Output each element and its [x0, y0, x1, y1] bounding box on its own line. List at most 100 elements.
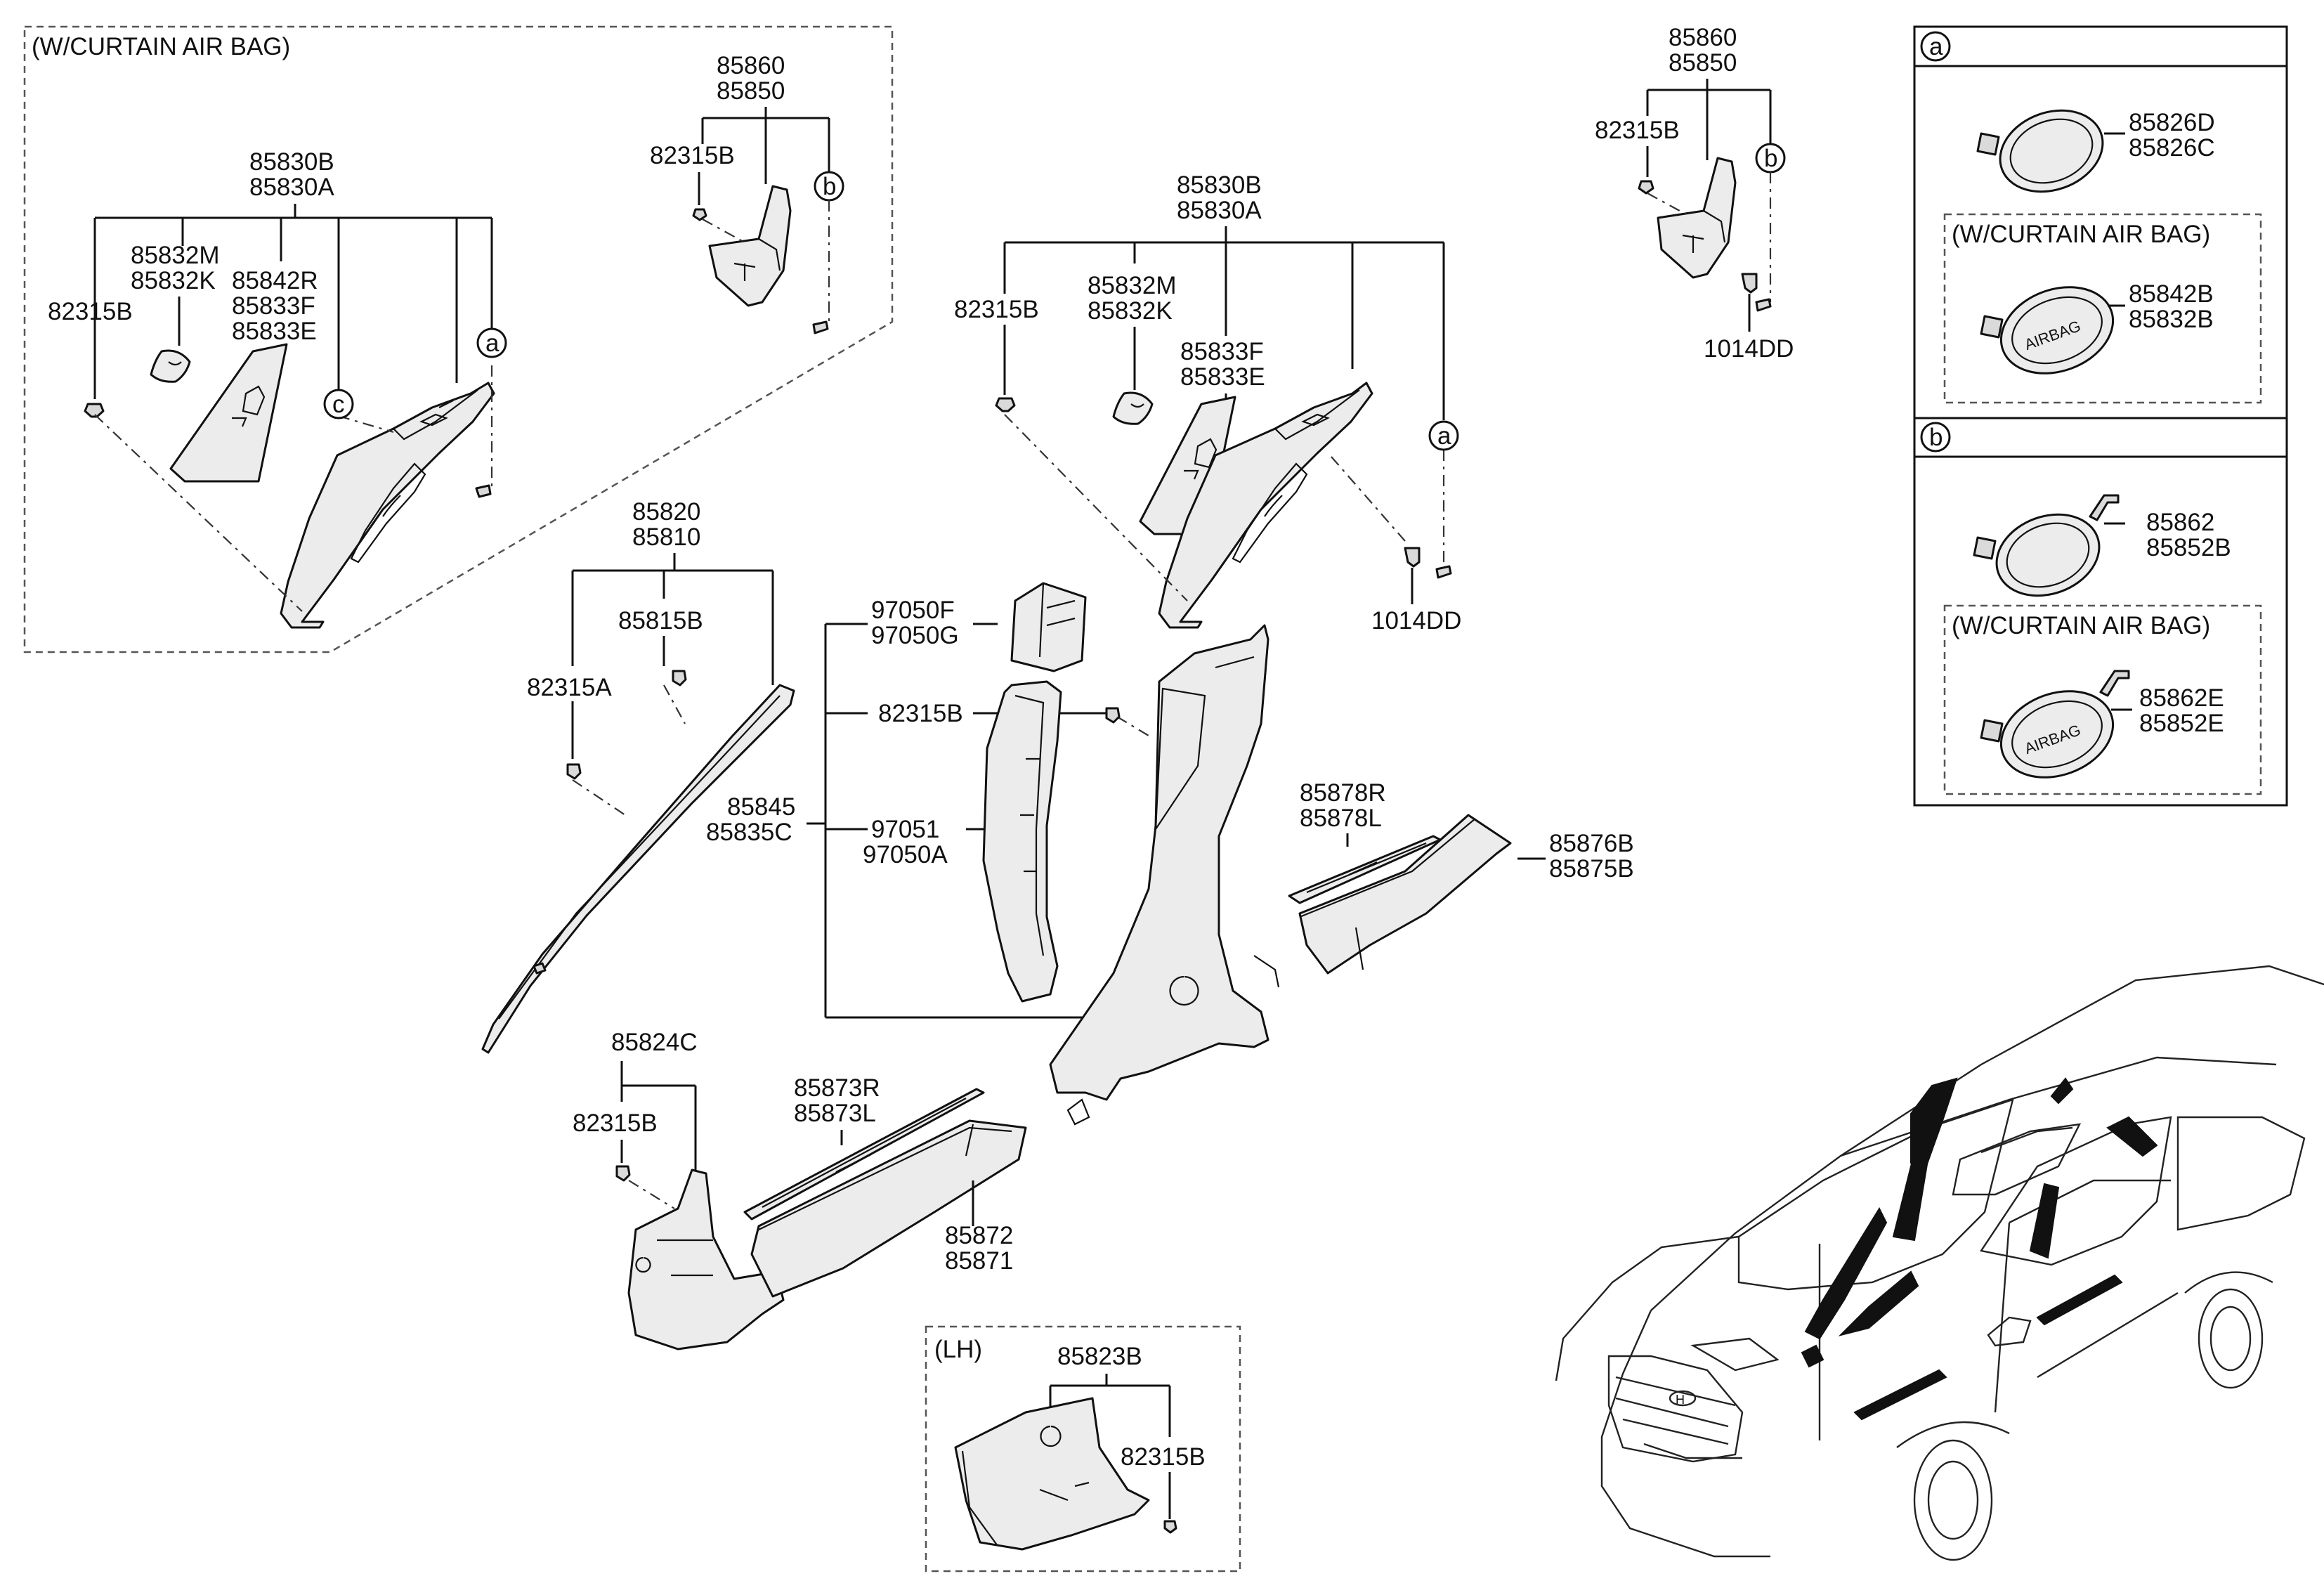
inset-curtain-label: (W/CURTAIN AIR BAG)	[32, 33, 290, 60]
callout-a-mc-text: a	[1437, 422, 1451, 450]
callout-b-ul-text: b	[823, 173, 836, 200]
highlight-roof-clip	[2050, 1077, 2074, 1105]
pillar-group-center: 85830B 85830A 82315B 85832M 85832K 85833…	[954, 171, 1461, 634]
label-85862E: 85862E	[2139, 684, 2224, 712]
clip-82315B-kick	[615, 1165, 631, 1182]
label-85835C: 85835C	[706, 819, 792, 846]
inset-lh-label: (LH)	[934, 1336, 982, 1363]
label-85826D: 85826D	[2129, 109, 2215, 136]
legend-mark-b	[1920, 422, 1951, 453]
legend-a-curtain-label: (W/CURTAIN AIR BAG)	[1952, 221, 2210, 248]
label-85833E-mc: 85833E	[1180, 363, 1265, 391]
highlight-front-sill	[1853, 1369, 1947, 1421]
legend-mark-b-text: b	[1929, 424, 1943, 451]
inset-lh: (LH) 85823B 82315B	[925, 1325, 1241, 1573]
callout-a-mc	[1428, 420, 1459, 451]
label-85832B: 85832B	[2129, 306, 2214, 333]
clip-82315B-b	[1105, 707, 1121, 724]
belt-guide-97051	[982, 680, 1062, 1003]
clip-1014DD-mc	[1404, 547, 1452, 579]
legend-box: a 85826D 85826C (W/CURTAIN AIR BAG) AIRB…	[1913, 25, 2288, 807]
label-85832K-ul: 85832K	[131, 267, 216, 294]
pillar-trim-85830-ul	[280, 382, 495, 629]
label-85871: 85871	[945, 1247, 1013, 1275]
label-85852E: 85852E	[2139, 710, 2224, 737]
label-85860-tr: 85860	[1669, 24, 1737, 51]
vehicle-illustration: H	[1555, 965, 2324, 1561]
label-97050A: 97050A	[863, 841, 948, 868]
label-82315B-ul2: 82315B	[650, 142, 735, 169]
cap-85826D	[1976, 109, 2104, 193]
badge-85842B: AIRBAG	[1980, 286, 2115, 375]
label-82315B-b: 82315B	[878, 700, 963, 727]
front-kick-group: 85824C 82315B 85873R 85873L 85872 85871	[573, 1029, 1027, 1351]
label-82315B-mc: 82315B	[954, 296, 1039, 323]
kick-panel-85823B	[954, 1397, 1150, 1551]
b-pillar-trim-85845	[1049, 624, 1280, 1126]
label-82315A: 82315A	[527, 674, 612, 701]
label-85823B: 85823B	[1057, 1343, 1142, 1370]
highlight-rear-sill	[2036, 1274, 2123, 1326]
clip-82315B-mc	[995, 397, 1016, 412]
label-85842B: 85842B	[2129, 280, 2214, 308]
retainer-85832-ul	[150, 349, 191, 383]
legend-b-curtain-label: (W/CURTAIN AIR BAG)	[1952, 612, 2210, 639]
label-97050F: 97050F	[871, 597, 955, 624]
label-85833E-ul: 85833E	[232, 318, 317, 345]
label-97050G: 97050G	[871, 622, 959, 649]
clip-a-ul	[475, 484, 492, 498]
label-85862: 85862	[2146, 509, 2214, 536]
bracket-85860-tr	[1638, 157, 1772, 312]
label-82315B-tr: 82315B	[1595, 117, 1680, 144]
label-1014DD-mc: 1014DD	[1371, 607, 1461, 634]
clip-85815B	[672, 670, 687, 686]
label-85878L: 85878L	[1300, 805, 1382, 832]
highlight-c-pillar-lower	[2029, 1183, 2060, 1259]
scuff-plate-85873	[743, 1088, 985, 1221]
label-85824C: 85824C	[611, 1029, 698, 1056]
highlight-kick	[1801, 1344, 1824, 1368]
label-97051: 97051	[871, 816, 939, 843]
label-85860-ul: 85860	[717, 52, 785, 79]
label-82315B-lh: 82315B	[1121, 1443, 1206, 1471]
label-85873R: 85873R	[794, 1074, 880, 1102]
label-85830B-mc: 85830B	[1177, 171, 1262, 199]
label-85826C: 85826C	[2129, 134, 2215, 162]
label-85832M-mc: 85832M	[1088, 272, 1176, 299]
label-85872: 85872	[945, 1222, 1013, 1249]
label-85845: 85845	[727, 793, 795, 821]
belt-cover-97050F	[1010, 582, 1087, 672]
callout-a-ul-text: a	[485, 330, 500, 357]
label-85876B: 85876B	[1549, 830, 1634, 857]
bracket-85860-ul	[692, 185, 829, 334]
label-85830A-ul: 85830A	[249, 174, 334, 201]
rear-sill-group: 85878R 85878L 85876B 85875B	[1288, 779, 1634, 975]
label-85830A-mc: 85830A	[1177, 197, 1262, 224]
label-85852B: 85852B	[2146, 534, 2231, 561]
label-85832M-ul: 85832M	[131, 242, 219, 269]
label-85875B: 85875B	[1549, 855, 1634, 883]
cover-85842R-ul	[169, 343, 288, 483]
label-85830B-ul: 85830B	[249, 148, 334, 176]
legend-mark-a	[1920, 31, 1951, 62]
label-85820: 85820	[632, 498, 700, 526]
label-85810: 85810	[632, 523, 700, 551]
callout-c	[323, 389, 354, 419]
callout-a-ul	[476, 327, 507, 358]
label-1014DD-tr: 1014DD	[1704, 335, 1794, 363]
label-82315B-kick: 82315B	[573, 1109, 658, 1137]
highlight-c-pillar	[2106, 1116, 2158, 1157]
label-85832K-mc: 85832K	[1088, 297, 1173, 325]
sill-trim-85876B	[1298, 814, 1512, 975]
label-85833F-ul: 85833F	[232, 292, 315, 320]
inset-curtain-airbag: (W/CURTAIN AIR BAG) 85830B 85830A 85832M…	[23, 25, 894, 653]
cap-85862	[1973, 494, 2120, 597]
highlight-a-pillar	[1804, 1206, 1888, 1340]
retainer-85832-mc	[1112, 391, 1154, 425]
highlight-dash-trim	[1838, 1270, 1919, 1336]
clip-82315B-lh	[1163, 1520, 1177, 1534]
a-pillar-trim	[481, 684, 795, 1054]
clip-82315A	[566, 763, 582, 780]
label-85878R: 85878R	[1300, 779, 1386, 807]
